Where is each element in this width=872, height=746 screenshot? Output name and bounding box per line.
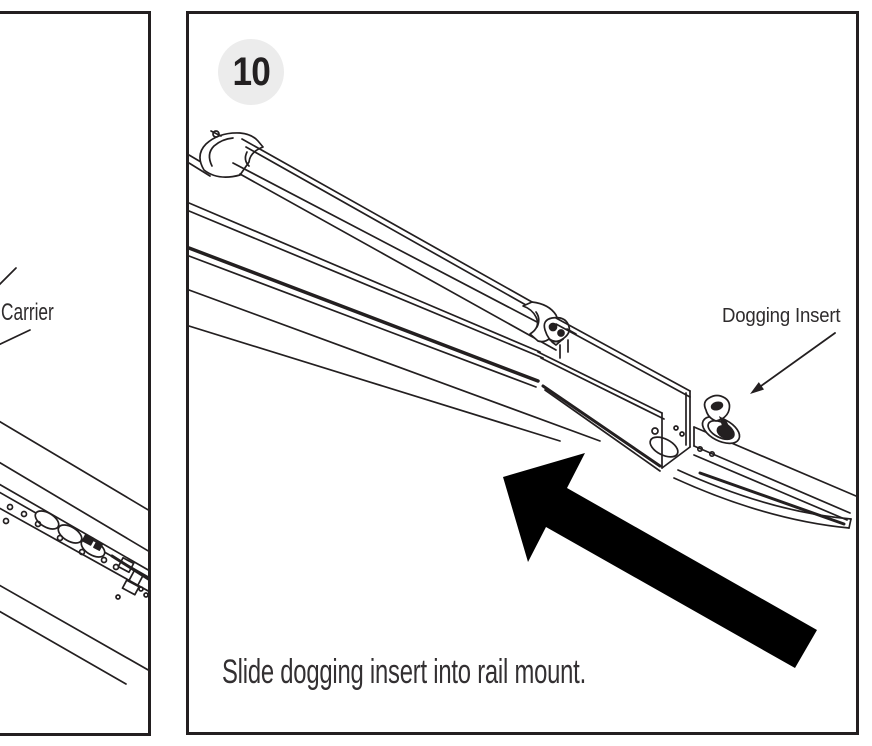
rail-assembly-illustration [189,130,856,668]
step-number-badge: 10 [218,39,284,105]
slide-direction-arrow-icon [503,453,817,668]
rail-cover [199,130,559,351]
callout-leader-arrow-icon [750,332,836,394]
rail-mount-channel [537,317,691,472]
right-figure-panel [186,11,859,735]
cut-leader-line [0,267,17,286]
left-figure-panel [0,11,151,736]
dogging-insert-part [673,394,856,529]
carrier-leader-line [0,329,31,346]
left-rail-illustration [0,267,148,685]
latch-mechanism [543,316,577,359]
dogging-key [701,394,741,445]
step-number: 10 [232,49,270,94]
carrier-callout-label: Carrier [1,299,54,326]
dogging-insert-callout-label: Dogging Insert [722,305,841,327]
instruction-caption: Slide dogging insert into rail mount. [222,653,586,691]
rail-shadow-stripe [189,246,540,383]
